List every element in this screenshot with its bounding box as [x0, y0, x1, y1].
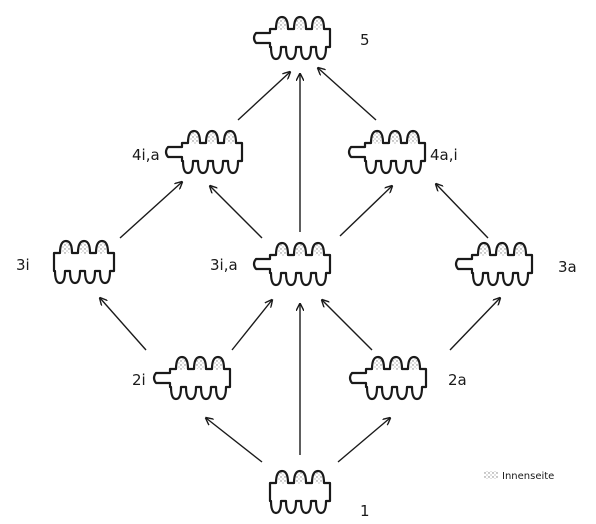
inner-side-stipple — [295, 18, 305, 30]
edge-2a-to-3ia — [322, 300, 373, 351]
node-label-2i: 2i — [132, 371, 146, 389]
inner-side-stipple — [295, 472, 305, 484]
edge-2i-to-3ia — [231, 300, 272, 351]
inner-side-stipple — [391, 358, 401, 370]
node-label-5: 5 — [360, 31, 370, 49]
inner-side-stipple — [295, 244, 305, 256]
node-shape — [252, 241, 332, 287]
inner-side-stipple — [515, 244, 525, 256]
inner-side-stipple — [79, 242, 89, 254]
inner-side-stipple — [408, 132, 418, 144]
inner-side-stipple — [225, 132, 235, 144]
node-label-2a: 2a — [448, 371, 467, 389]
inner-side-stipple — [390, 132, 400, 144]
inner-side-stipple — [213, 358, 223, 370]
node-label-3ia: 3i,a — [210, 256, 238, 274]
edge-1-to-2a — [337, 418, 390, 463]
node-2i — [152, 355, 232, 401]
node-3ia — [252, 241, 332, 287]
node-3i — [52, 239, 116, 285]
inner-side-stipple — [277, 18, 287, 30]
legend-swatch — [484, 471, 498, 479]
edge-3ia-to-4ia — [210, 186, 263, 239]
node-label-3a: 3a — [558, 258, 577, 276]
labels: 5 4i,a 4a,i 3i 3i,a 3a 2i 2a 1 — [16, 31, 577, 520]
inner-side-stipple — [207, 132, 217, 144]
node-shape — [152, 355, 232, 401]
node-4ia — [164, 129, 244, 175]
edge-4ai-to-5 — [318, 68, 377, 121]
node-shape — [164, 129, 244, 175]
inner-side-stipple — [195, 358, 205, 370]
inner-side-stipple — [313, 472, 323, 484]
node-label-1: 1 — [360, 502, 370, 520]
edge-2a-to-3a — [449, 298, 500, 351]
inner-side-stipple — [97, 242, 107, 254]
node-2a — [348, 355, 428, 401]
inner-side-stipple — [61, 242, 71, 254]
inner-side-stipple — [189, 132, 199, 144]
edge-2i-to-3i — [100, 298, 147, 351]
node-1 — [268, 469, 332, 515]
inner-side-stipple — [277, 244, 287, 256]
inner-side-stipple — [177, 358, 187, 370]
inner-side-stipple — [409, 358, 419, 370]
node-4ai — [347, 129, 427, 175]
node-shape — [252, 15, 332, 61]
node-shape — [348, 355, 428, 401]
node-5 — [252, 15, 332, 61]
inner-side-stipple — [497, 244, 507, 256]
edges — [100, 68, 500, 463]
node-shape — [347, 129, 427, 175]
node-label-4ai: 4a,i — [430, 146, 458, 164]
edge-3ia-to-4ai — [339, 186, 392, 237]
legend: Innenseite — [484, 471, 554, 482]
node-label-3i: 3i — [16, 256, 30, 274]
edge-1-to-2i — [206, 418, 263, 463]
inner-side-stipple — [373, 358, 383, 370]
node-label-4ia: 4i,a — [132, 146, 160, 164]
edge-4ia-to-5 — [237, 72, 290, 121]
edge-3a-to-4ai — [436, 184, 489, 239]
node-shape — [454, 241, 534, 287]
node-3a — [454, 241, 534, 287]
inner-side-stipple — [277, 472, 287, 484]
edge-3i-to-4ia — [119, 182, 182, 239]
nodes — [52, 15, 534, 515]
legend-label: Innenseite — [502, 471, 554, 482]
inner-side-stipple — [479, 244, 489, 256]
inner-side-stipple — [313, 18, 323, 30]
inner-side-stipple — [313, 244, 323, 256]
inner-side-stipple — [372, 132, 382, 144]
